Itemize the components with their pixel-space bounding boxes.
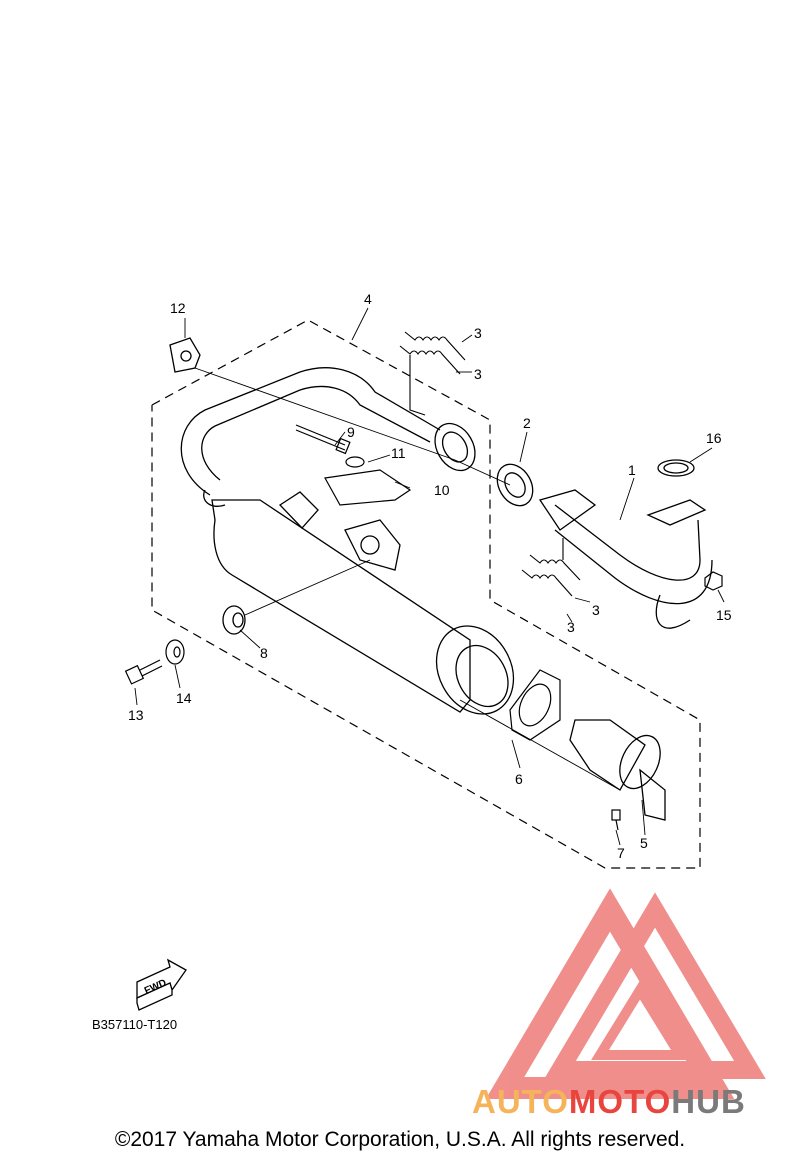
- springs-lower: [521, 538, 581, 597]
- brand-hub: HUB: [671, 1083, 746, 1120]
- nut-15: [704, 571, 723, 591]
- callout-4: 4: [364, 291, 372, 307]
- copyright-notice: ©2017 Yamaha Motor Corporation, U.S.A. A…: [114, 1128, 686, 1151]
- callouts: 1 2 3 3 3 3 4 5 6 7 8 9 10 11 12 13 14 1…: [128, 291, 732, 861]
- screw-7: [611, 809, 621, 831]
- callout-3d: 3: [567, 619, 575, 635]
- watermark-brand: AUTOMOTOHUB: [472, 1083, 746, 1120]
- bolt-13: [124, 659, 163, 685]
- gasket-6: [509, 669, 561, 741]
- callout-7: 7: [617, 845, 625, 861]
- brand-moto: MOTO: [569, 1083, 671, 1120]
- damper-12: [169, 337, 201, 373]
- silencer-inlet-pipe: [180, 367, 476, 496]
- callout-1: 1: [628, 462, 636, 478]
- callout-3a: 3: [474, 325, 482, 341]
- callout-14: 14: [176, 690, 192, 706]
- callout-15: 15: [716, 607, 732, 623]
- drawing-code: B357110-T120: [92, 1017, 177, 1032]
- brand-auto: AUTO: [472, 1083, 569, 1120]
- watermark-logo: [485, 888, 766, 1099]
- callout-12: 12: [170, 300, 186, 316]
- damper-8: [222, 605, 246, 635]
- muffler-body: [203, 489, 515, 715]
- fwd-arrow-icon: FWD: [136, 958, 187, 1011]
- callout-6: 6: [515, 771, 523, 787]
- callout-3c: 3: [592, 602, 600, 618]
- callout-11: 11: [391, 445, 406, 461]
- callout-9: 9: [347, 424, 355, 440]
- callout-2: 2: [523, 415, 531, 431]
- assembly-outline: [151, 319, 701, 869]
- bolt-9: [295, 424, 351, 455]
- callout-13: 13: [128, 707, 144, 723]
- gasket-2: [496, 463, 534, 507]
- bracket-10: [324, 456, 412, 506]
- callout-16: 16: [706, 430, 722, 446]
- callout-10: 10: [434, 482, 450, 498]
- exhaust-pipe-1: [538, 459, 713, 629]
- svg-text:AUTOMOTOHUB: AUTOMOTOHUB: [472, 1083, 746, 1120]
- springs-upper: [399, 331, 466, 416]
- callout-8: 8: [260, 645, 268, 661]
- callout-5: 5: [640, 835, 648, 851]
- callout-3b: 3: [474, 366, 482, 382]
- washer-14: [165, 639, 185, 665]
- leader-lines: [134, 307, 725, 846]
